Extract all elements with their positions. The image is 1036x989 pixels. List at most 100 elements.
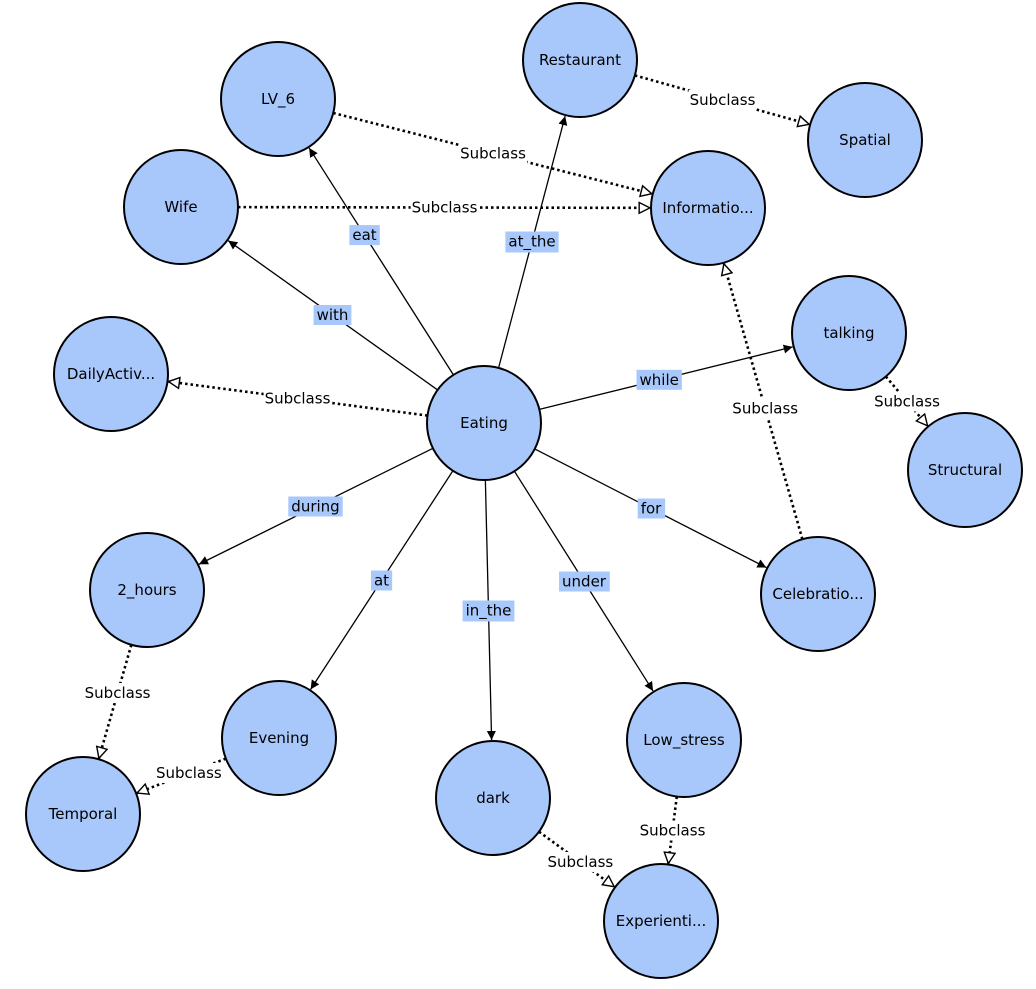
node-label: Informatio... [662, 199, 753, 217]
node-circle [626, 682, 742, 798]
node-circle [522, 2, 638, 118]
edge-label-eating-to-evening: at [370, 570, 393, 591]
node-structural[interactable]: Structural [907, 412, 1023, 528]
node-label: Experienti... [616, 912, 707, 930]
node-label: Evening [249, 729, 309, 747]
node-circle [435, 740, 551, 856]
edge-label-eating-to-restaurant: at_the [505, 231, 559, 253]
node-evening[interactable]: Evening [221, 680, 337, 796]
edge-label-celebration-to-information: Subclass [731, 398, 800, 419]
edge-label-bg [636, 369, 682, 390]
edge-label-talking-to-structural: Subclass [873, 391, 942, 412]
node-label: DailyActiv... [67, 365, 155, 383]
edge-label-bg [410, 197, 479, 218]
node-label: Restaurant [539, 51, 621, 69]
edge-label-bg [349, 225, 380, 246]
edge-label-bg [638, 820, 707, 841]
edge-label-bg [313, 305, 352, 325]
edge-eating-to-lv6 [308, 147, 454, 376]
edge-label-bg [83, 683, 152, 704]
edge-label-eating-to-low_stress: under [559, 571, 610, 592]
edge-label-two_hours-to-temporal: Subclass [83, 683, 152, 704]
edge-label-bg [288, 496, 343, 517]
node-talking[interactable]: talking [791, 275, 907, 391]
edge-label-low_stress-to-experiential: Subclass [638, 820, 707, 841]
edge-label-bg [559, 571, 610, 592]
node-circle [791, 275, 907, 391]
edge-label-bg [154, 762, 223, 783]
edge-label-lv6-to-information: Subclass [459, 143, 528, 164]
edge-label-eating-to-dailyactiv: Subclass [263, 388, 332, 409]
edge-labels-layer: eatwithat_thewhileduringatin_theunderfor… [83, 90, 942, 872]
edge-evening-to-temporal [137, 757, 227, 793]
node-two_hours[interactable]: 2_hours [89, 532, 205, 648]
node-circle [603, 863, 719, 979]
node-label: Celebratio... [772, 585, 863, 603]
edge-label-bg [263, 388, 332, 409]
node-label: Eating [460, 414, 508, 432]
node-dailyactiv[interactable]: DailyActiv... [53, 316, 169, 432]
node-label: dark [476, 789, 510, 807]
node-experiential[interactable]: Experienti... [603, 863, 719, 979]
node-circle [807, 82, 923, 198]
edge-label-eating-to-talking: while [636, 369, 682, 390]
edge-label-dark-to-experiential: Subclass [546, 851, 615, 872]
node-circle [426, 365, 542, 481]
edge-label-bg [370, 570, 393, 591]
edge-label-bg [637, 498, 666, 519]
node-circle [907, 412, 1023, 528]
node-label: Structural [928, 461, 1002, 479]
edge-label-text: Subclass [874, 393, 940, 411]
node-circle [650, 150, 766, 266]
edge-label-bg [462, 600, 515, 622]
node-information[interactable]: Informatio... [650, 150, 766, 266]
node-spatial[interactable]: Spatial [807, 82, 923, 198]
edge-label-bg [688, 90, 757, 110]
node-lv6[interactable]: LV_6 [220, 41, 336, 157]
node-temporal[interactable]: Temporal [25, 756, 141, 872]
edge-label-bg [505, 231, 559, 253]
node-circle [89, 532, 205, 648]
node-label: LV_6 [261, 90, 295, 109]
edge-label-text: with [317, 306, 349, 324]
edge-label-text: under [562, 573, 607, 591]
node-label: Low_stress [643, 731, 725, 750]
edge-label-bg [731, 398, 800, 419]
edge-label-eating-to-lv6: eat [349, 225, 380, 246]
node-low_stress[interactable]: Low_stress [626, 682, 742, 798]
edge-label-bg [546, 851, 615, 872]
edge-label-bg [873, 391, 942, 412]
edge-label-eating-to-wife: with [313, 305, 352, 325]
edge-label-text: at [374, 572, 389, 590]
node-circle [220, 41, 336, 157]
edge-label-text: while [640, 371, 679, 389]
edge-label-text: in_the [466, 602, 512, 621]
node-label: talking [823, 324, 874, 342]
node-label: Spatial [839, 131, 891, 149]
node-label: 2_hours [117, 581, 176, 600]
edge-label-text: Subclass [547, 853, 613, 871]
edge-label-text: eat [352, 226, 376, 244]
edge-label-text: Subclass [640, 822, 706, 840]
node-restaurant[interactable]: Restaurant [522, 2, 638, 118]
edge-label-text: for [641, 500, 662, 518]
edge-label-eating-to-dark: in_the [462, 600, 515, 622]
edge-label-text: Subclass [156, 764, 222, 782]
node-circle [123, 149, 239, 265]
node-wife[interactable]: Wife [123, 149, 239, 265]
node-label: Temporal [48, 805, 118, 823]
edge-dark-to-experiential [538, 830, 614, 888]
edge-label-text: Subclass [460, 145, 526, 163]
node-eating[interactable]: Eating [426, 365, 542, 481]
node-circle [760, 536, 876, 652]
edge-label-evening-to-temporal: Subclass [154, 762, 223, 783]
node-circle [53, 316, 169, 432]
node-dark[interactable]: dark [435, 740, 551, 856]
node-celebration[interactable]: Celebratio... [760, 536, 876, 652]
edge-restaurant-to-spatial [634, 74, 809, 124]
edge-label-restaurant-to-spatial: Subclass [688, 90, 757, 110]
edge-label-text: Subclass [412, 199, 478, 217]
